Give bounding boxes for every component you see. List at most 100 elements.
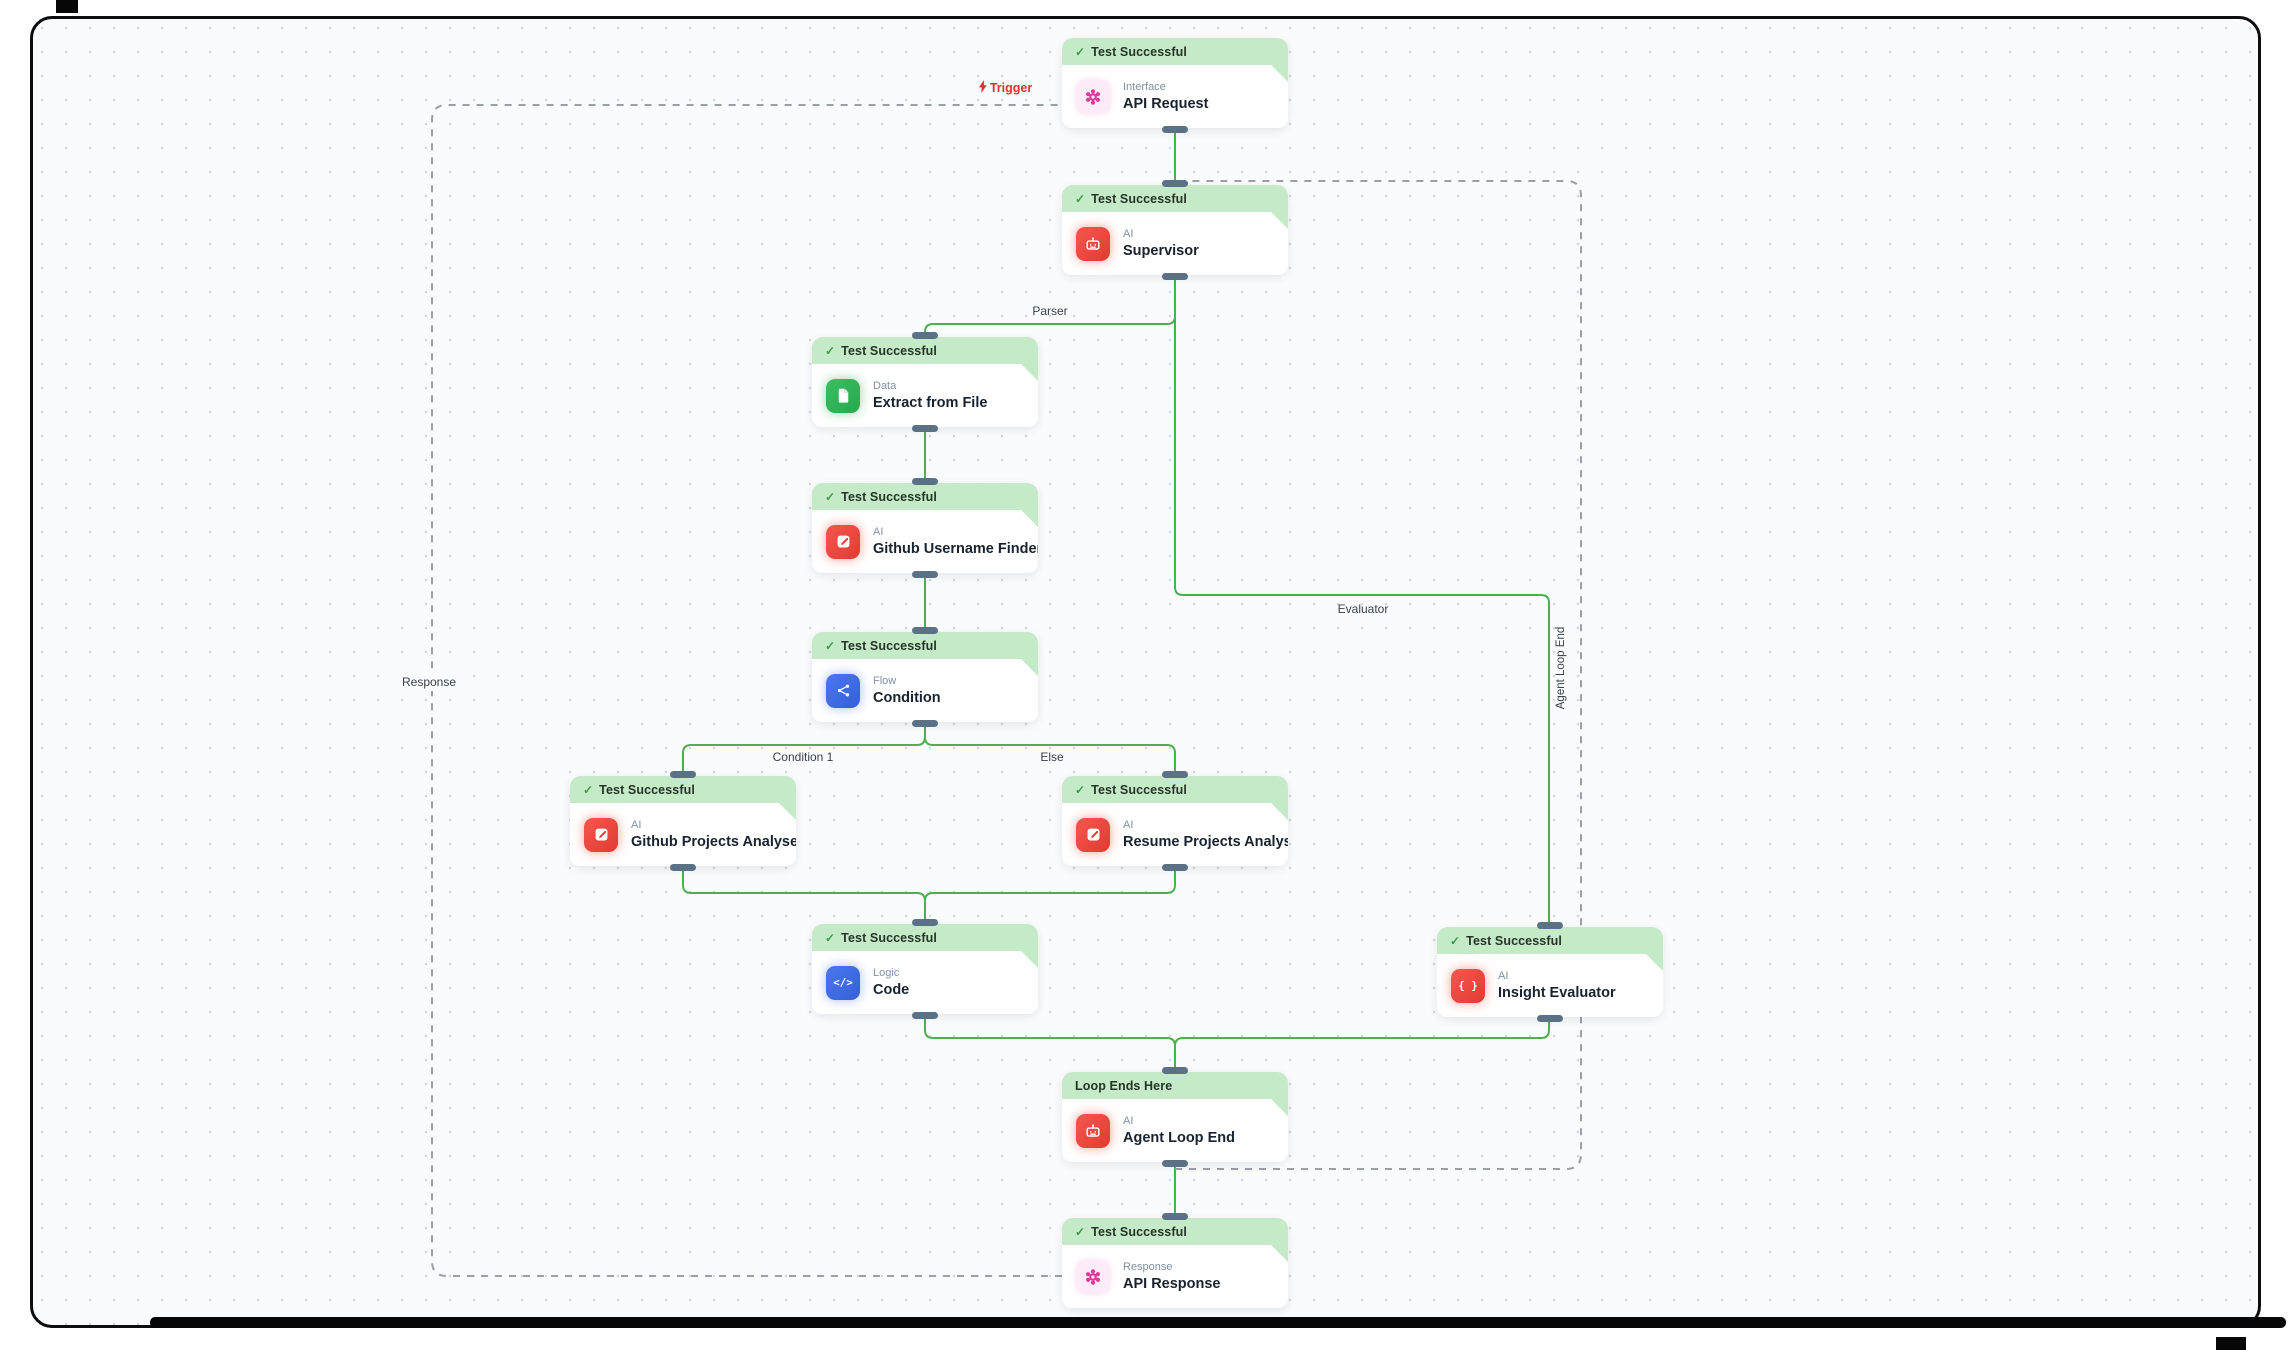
check-icon: ✓ (1075, 44, 1086, 59)
node-extract-from-file[interactable]: ✓ Test Successful Data Extract from File (812, 332, 1038, 432)
output-connector[interactable] (912, 1012, 938, 1019)
node-api-response[interactable]: ✓ Test Successful Response API Response (1062, 1213, 1288, 1308)
edge-supervisor-to-insight-evaluator (1174, 274, 1550, 928)
node-status-text: Test Successful (1091, 191, 1187, 206)
node-body: AI Github Username Finder (812, 510, 1038, 573)
node-status-header: ✓ Test Successful (1062, 38, 1288, 65)
node-status-header: ✓ Test Successful (570, 776, 796, 803)
screen-bottom-bar (150, 1317, 2286, 1328)
output-connector[interactable] (670, 864, 696, 871)
edge-code-to-agent-loop-end (924, 1013, 1176, 1073)
screen-corner-notch-top-left (56, 0, 78, 13)
node-status-header: Loop Ends Here (1062, 1072, 1288, 1099)
lightning-icon (978, 80, 988, 96)
node-category: Logic (873, 967, 900, 979)
node-status-header: ✓ Test Successful (1437, 927, 1663, 954)
input-connector[interactable] (912, 478, 938, 485)
check-icon: ✓ (1075, 782, 1086, 797)
output-connector[interactable] (1162, 864, 1188, 871)
input-connector[interactable] (1162, 1067, 1188, 1074)
robot-icon (1076, 227, 1110, 261)
input-connector[interactable] (670, 771, 696, 778)
input-connector[interactable] (1162, 1213, 1188, 1220)
node-title: Agent Loop End (1123, 1130, 1235, 1146)
node-body: Flow Condition (812, 659, 1038, 722)
edge-label-response: Response (394, 673, 464, 691)
edge-agent-loop-end-to-supervisor (1175, 180, 1582, 1170)
node-insight-evaluator[interactable]: ✓ Test Successful { } AI Insight Evaluat… (1437, 922, 1663, 1022)
node-resume-projects-analyse[interactable]: ✓ Test Successful AI Resume Projects Ana… (1062, 771, 1300, 871)
node-status-text: Test Successful (1091, 1224, 1187, 1239)
input-connector[interactable] (912, 919, 938, 926)
edit-icon (584, 818, 618, 852)
node-supervisor[interactable]: ✓ Test Successful AI Supervisor (1062, 180, 1288, 280)
check-icon: ✓ (583, 782, 594, 797)
edge-github-projects-analyser-to-code (682, 865, 926, 925)
node-status-header: ✓ Test Successful (1062, 1218, 1288, 1245)
node-status-header: ✓ Test Successful (812, 483, 1038, 510)
node-status-text: Test Successful (1091, 782, 1187, 797)
node-status-text: Loop Ends Here (1075, 1078, 1173, 1093)
node-github-projects-analyser[interactable]: ✓ Test Successful AI Github Projects Ana… (570, 771, 796, 871)
output-connector[interactable] (912, 425, 938, 432)
node-category: Response (1123, 1261, 1173, 1273)
node-category: Data (873, 380, 897, 392)
node-status-text: Test Successful (841, 930, 937, 945)
check-icon: ✓ (825, 343, 836, 358)
node-github-username-finder[interactable]: ✓ Test Successful AI Github Username Fin… (812, 478, 1038, 578)
edge-label-else: Else (1040, 750, 1064, 764)
node-status-header: ✓ Test Successful (1062, 185, 1288, 212)
gear-flower-icon (1076, 1260, 1110, 1294)
node-status-text: Test Successful (841, 489, 937, 504)
screen-corner-notch-bottom-right (2216, 1337, 2246, 1350)
document-icon (826, 379, 860, 413)
edge-condition-to-resume-projects-analyse (924, 721, 1176, 777)
node-title: Resume Projects Analyse (1123, 834, 1300, 850)
node-title: Condition (873, 690, 941, 706)
input-connector[interactable] (1162, 771, 1188, 778)
check-icon: ✓ (825, 638, 836, 653)
node-title: Github Username Finder (873, 541, 1043, 557)
node-category: Interface (1123, 81, 1166, 93)
node-status-text: Test Successful (599, 782, 695, 797)
input-connector[interactable] (1537, 922, 1563, 929)
node-status-header: ✓ Test Successful (812, 924, 1038, 951)
edge-label-evaluator: Evaluator (1337, 602, 1389, 616)
node-status-text: Test Successful (1091, 44, 1187, 59)
node-api-request[interactable]: ✓ Test Successful Interface API Request (1062, 38, 1288, 133)
node-body: Interface API Request (1062, 65, 1288, 128)
node-body: AI Agent Loop End (1062, 1099, 1288, 1162)
gear-flower-icon (1076, 80, 1110, 114)
node-body: AI Supervisor (1062, 212, 1288, 275)
node-body: AI Github Projects Analyser (570, 803, 796, 866)
input-connector[interactable] (912, 332, 938, 339)
node-body: </> Logic Code (812, 951, 1038, 1014)
output-connector[interactable] (1162, 273, 1188, 280)
node-category: AI (1123, 228, 1134, 240)
output-connector[interactable] (1162, 126, 1188, 133)
node-title: Code (873, 982, 910, 998)
share-icon (826, 674, 860, 708)
node-status-text: Test Successful (841, 638, 937, 653)
edit-icon (1076, 818, 1110, 852)
node-title: Github Projects Analyser (631, 834, 804, 850)
node-condition[interactable]: ✓ Test Successful Flow Condition (812, 627, 1038, 727)
input-connector[interactable] (1162, 180, 1188, 187)
node-title: Supervisor (1123, 243, 1199, 259)
output-connector[interactable] (912, 571, 938, 578)
input-connector[interactable] (912, 627, 938, 634)
check-icon: ✓ (1450, 933, 1461, 948)
output-connector[interactable] (1537, 1015, 1563, 1022)
node-category: AI (1123, 1115, 1134, 1127)
edge-condition-to-github-projects-analyser (682, 721, 926, 777)
node-category: AI (1123, 819, 1134, 831)
node-category: Flow (873, 675, 897, 687)
edge-label-parser: Parser (1032, 304, 1068, 318)
output-connector[interactable] (912, 720, 938, 727)
node-code[interactable]: ✓ Test Successful </> Logic Code (812, 919, 1038, 1019)
node-status-header: ✓ Test Successful (812, 632, 1038, 659)
node-status-text: Test Successful (841, 343, 937, 358)
node-agent-loop-end[interactable]: Loop Ends Here AI Agent Loop End (1062, 1067, 1288, 1167)
output-connector[interactable] (1162, 1160, 1188, 1167)
